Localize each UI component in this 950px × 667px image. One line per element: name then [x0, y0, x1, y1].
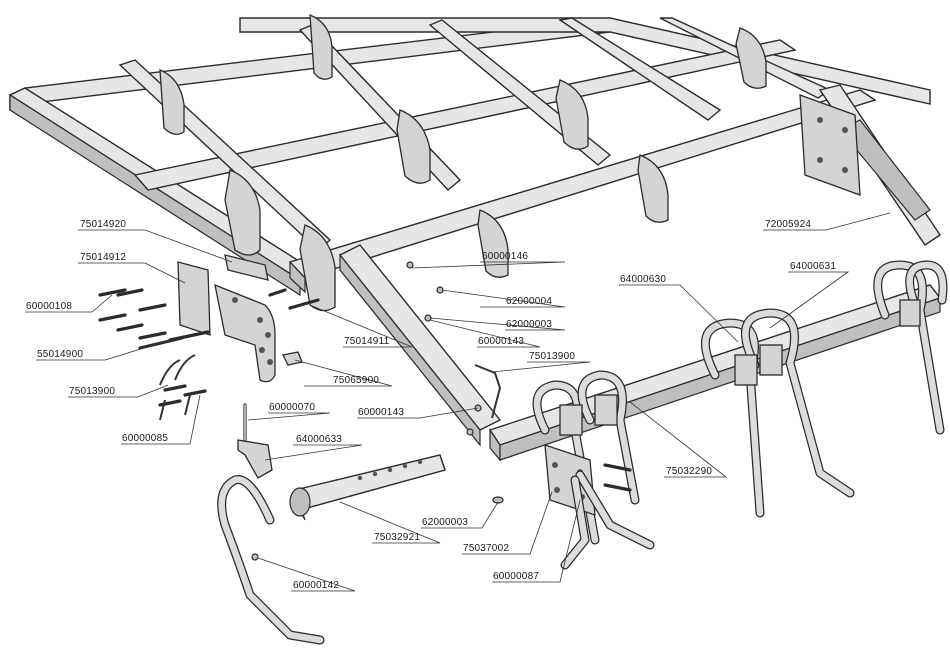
label-60000142: 60000142 — [293, 580, 339, 591]
label-60000143-lower: 60000143 — [358, 407, 404, 418]
label-60000085: 60000085 — [122, 433, 168, 444]
label-60000108: 60000108 — [26, 301, 72, 312]
label-62000003-lower: 62000003 — [422, 517, 468, 528]
label-75013900-right: 75013900 — [529, 351, 575, 362]
label-75014911: 75014911 — [344, 336, 390, 347]
label-62000003-upper: 62000003 — [506, 319, 552, 330]
label-60000087: 60000087 — [493, 571, 539, 582]
label-75037002: 75037002 — [463, 543, 509, 554]
label-72005924: 72005924 — [765, 219, 811, 230]
label-60000146: 60000146 — [482, 251, 528, 262]
label-64000630: 64000630 — [620, 274, 666, 285]
label-75013900-left: 75013900 — [69, 386, 115, 397]
label-75014912: 75014912 — [80, 252, 126, 263]
single-tine-parts — [222, 262, 630, 640]
label-60000143-upper: 60000143 — [478, 336, 524, 347]
label-75014920: 75014920 — [80, 219, 126, 230]
label-62000004: 62000004 — [506, 296, 552, 307]
label-60000070: 60000070 — [269, 402, 315, 413]
label-75065900: 75065900 — [333, 375, 379, 386]
label-55014900: 55014900 — [37, 349, 83, 360]
label-75032290: 75032290 — [666, 466, 712, 477]
part-labels: 75014920 75014912 60000108 55014900 7501… — [26, 219, 836, 591]
tine-bar-assembly — [490, 265, 943, 565]
label-75032921: 75032921 — [374, 532, 420, 543]
label-64000631: 64000631 — [790, 261, 836, 272]
label-64000633: 64000633 — [296, 434, 342, 445]
